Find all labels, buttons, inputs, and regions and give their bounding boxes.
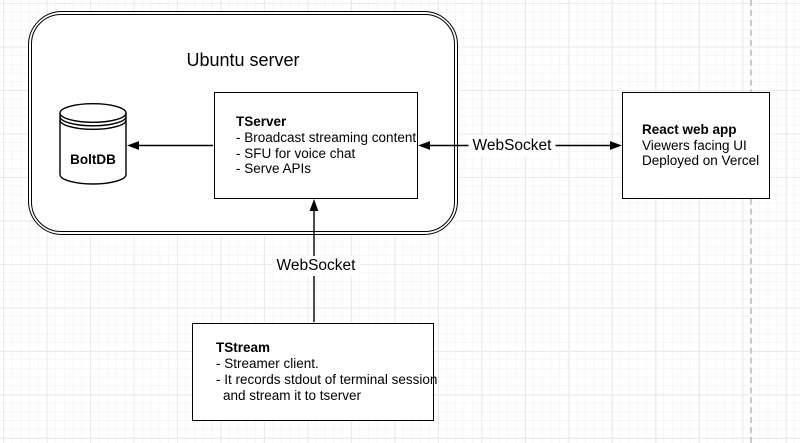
react-app-line: Deployed on Vercel [642,153,760,169]
node-react-web-app[interactable]: React web app Viewers facing UI Deployed… [622,92,770,199]
arrowhead-left-icon [418,141,430,150]
arrowhead-left-icon [127,141,139,150]
group-title: Ubuntu server [186,50,300,70]
websocket-label-horizontal[interactable]: WebSocket [468,136,556,156]
tserver-title: TServer [236,113,287,129]
tstream-line: - It records stdout of terminal session [216,372,438,387]
group-ubuntu-server-inner-border [31,14,455,232]
tserver-line: - Serve APIs [236,161,312,177]
arrowhead-right-icon [610,141,622,150]
edge-tserver-to-boltdb[interactable] [127,141,213,150]
node-tserver[interactable]: TServer - Broadcast streaming content - … [214,92,418,199]
tstream-line: - Streamer client. [216,356,319,372]
websocket-label-vertical[interactable]: WebSocket [272,256,360,276]
node-tstream[interactable]: TStream - Streamer client. - It records … [192,323,438,421]
react-app-title: React web app [642,121,737,137]
react-app-line: Viewers facing UI [642,137,747,153]
boltdb-label: BoltDB [70,152,116,167]
tstream-title: TStream [216,340,271,356]
node-boltdb[interactable]: BoltDB [59,102,127,186]
page-break-guide-line [750,0,752,443]
tserver-line: - SFU for voice chat [236,145,356,161]
arrowhead-up-icon [309,199,319,211]
database-cylinder-icon [59,102,127,185]
tserver-line: - Broadcast streaming content [236,129,417,145]
tstream-line: and stream it to tserver [223,387,362,403]
